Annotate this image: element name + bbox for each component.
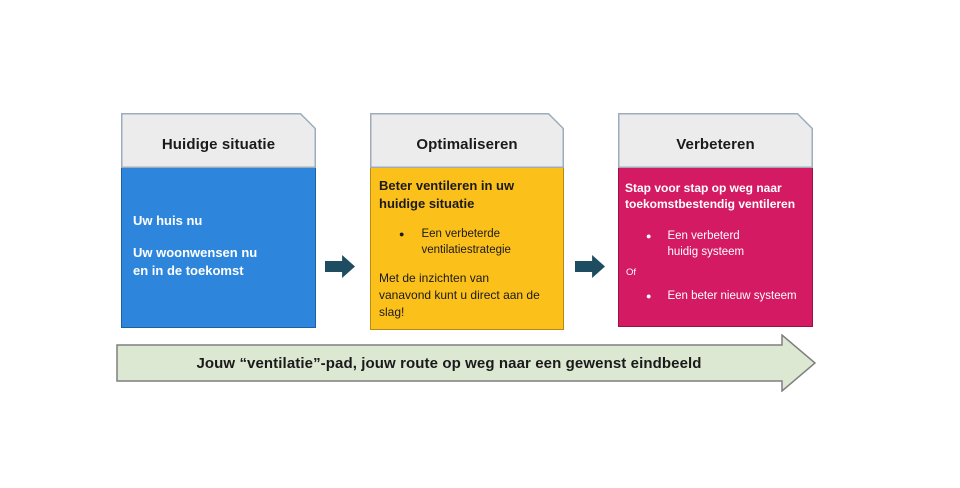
path-arrow	[116, 334, 816, 392]
card-title: Optimaliseren	[416, 136, 518, 153]
card-header: Verbeteren	[618, 113, 813, 168]
body-title: Beter ventileren in uw huidige situatie	[379, 178, 515, 211]
card-verbeteren: Verbeteren Stap voor stap op weg naar to…	[618, 113, 813, 327]
snipped-corner-shape	[121, 113, 316, 168]
snipped-corner-shape	[370, 113, 564, 168]
body-text-line: Uw woonwensen nu en in de toekomst	[133, 245, 258, 279]
bullet-text: Een beter nieuw systeem	[667, 289, 797, 302]
body-outro: Met de inzichten van vanavond kunt u dir…	[379, 271, 540, 319]
bullet-icon: ●	[646, 290, 652, 301]
or-separator: Of	[626, 266, 637, 278]
card-header: Optimaliseren	[370, 113, 564, 168]
path-arrow-label: Jouw “ventilatie”-pad, jouw route op weg…	[196, 354, 702, 372]
bullet-icon: ●	[646, 231, 652, 242]
right-arrow-icon	[325, 255, 355, 278]
bullet-icon: ●	[399, 229, 405, 240]
body-title: Stap voor stap op weg naar toekomstbeste…	[625, 181, 796, 212]
card-body-huidige-situatie: Uw huis nu Uw woonwensen nu en in de toe…	[121, 168, 316, 328]
card-body-verbeteren: Stap voor stap op weg naar toekomstbeste…	[618, 168, 813, 327]
big-right-arrow-shape	[116, 334, 816, 392]
card-body-optimaliseren: Beter ventileren in uw huidige situatie …	[370, 168, 564, 330]
right-arrow-icon	[575, 255, 605, 278]
bullet-item: ● Een beter nieuw systeem	[625, 288, 810, 304]
bullet-item: ● Een verbeterde ventilatiestrategie	[379, 226, 559, 258]
bullet-item: ● Een verbeterd huidig systeem	[625, 228, 810, 260]
card-title: Huidige situatie	[161, 136, 276, 153]
body-text-line: Uw huis nu	[133, 213, 203, 228]
snipped-corner-shape	[618, 113, 813, 168]
bullet-text: Een verbeterd huidig systeem	[667, 230, 745, 259]
card-header: Huidige situatie	[121, 113, 316, 168]
card-optimaliseren: Optimaliseren Beter ventileren in uw hui…	[370, 113, 564, 330]
card-title: Verbeteren	[676, 136, 755, 153]
card-huidige-situatie: Huidige situatie Uw huis nu Uw woonwense…	[121, 113, 316, 328]
bullet-text: Een verbeterde ventilatiestrategie	[421, 228, 511, 257]
